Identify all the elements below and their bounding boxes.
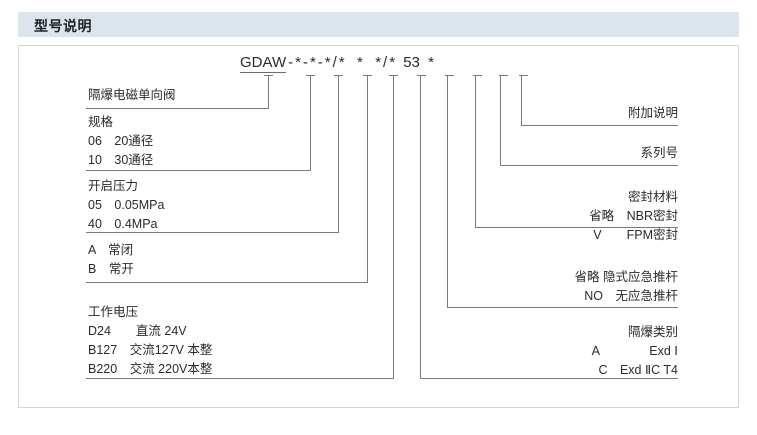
model-token-pushrod: * bbox=[357, 54, 363, 71]
label-seal-material-row-2: V FPM密封 bbox=[593, 228, 678, 242]
label-seal-material: 密封材料 省略 NBR密封 V FPM密封 bbox=[478, 188, 678, 245]
model-gap-3 bbox=[395, 54, 403, 71]
label-emergency-push-rod: 省略 隐式应急推杆 NO 无应急推杆 bbox=[478, 268, 678, 306]
model-gap-2 bbox=[363, 54, 375, 71]
label-working-voltage-row-3: B220 交流 220V本整 bbox=[88, 362, 213, 376]
label-cracking-pressure-row-1: 05 0.05MPa bbox=[88, 198, 165, 212]
label-emergency-push-rod-row-0: 省略 隐式应急推杆 bbox=[574, 270, 678, 284]
label-cracking-pressure-row-2: 40 0.4MPa bbox=[88, 217, 158, 231]
label-seal-material-row-1: 省略 NBR密封 bbox=[589, 209, 678, 223]
model-sep-2: - bbox=[302, 54, 308, 71]
label-emergency-push-rod-row-1: NO 无应急推杆 bbox=[584, 289, 678, 303]
leader-v-working-voltage bbox=[393, 75, 394, 379]
label-cracking-pressure-row-0: 开启压力 bbox=[88, 179, 139, 193]
leader-h-cracking-pressure bbox=[86, 232, 339, 233]
section-header-bar: 型号说明 bbox=[18, 12, 739, 37]
label-specification-row-1: 06 20通径 bbox=[88, 134, 154, 148]
model-token-series: 53 bbox=[403, 54, 420, 71]
tick-cap-additional bbox=[519, 75, 528, 76]
leader-h-explosion-proof-class bbox=[420, 378, 678, 379]
model-gap-1 bbox=[345, 54, 357, 71]
label-valve-function-row-1: B 常开 bbox=[88, 262, 134, 276]
label-specification-row-0: 规格 bbox=[88, 115, 114, 129]
label-specification: 规格 06 20通径 10 30通径 bbox=[88, 113, 153, 170]
leader-v-emergency-push-rod bbox=[447, 75, 448, 308]
label-valve-function-row-0: A 常闭 bbox=[88, 243, 134, 257]
model-token-function: * bbox=[324, 54, 331, 71]
tick-cap-explosion-class bbox=[445, 75, 454, 76]
label-additional-note-row-0: 附加说明 bbox=[627, 106, 678, 120]
leader-v-product-name bbox=[268, 75, 269, 109]
label-additional-note: 附加说明 bbox=[478, 104, 678, 123]
label-product-name-row-0: 隔爆电磁单向阀 bbox=[88, 88, 176, 102]
model-token-additional: * bbox=[428, 54, 434, 71]
leader-h-seal-material bbox=[475, 227, 678, 228]
label-working-voltage: 工作电压 D24 直流 24V B127 交流127V 本整 B220 交流 2… bbox=[88, 303, 212, 379]
label-series-number-row-0: 系列号 bbox=[640, 146, 678, 160]
label-explosion-proof-class: 隔爆类别 A Exd Ⅰ C Exd ⅡC T4 bbox=[478, 323, 678, 380]
leader-v-cracking-pressure bbox=[338, 75, 339, 233]
label-valve-function: A 常闭 B 常开 bbox=[88, 241, 134, 279]
leader-v-seal-material bbox=[475, 75, 476, 228]
model-gap-4 bbox=[420, 54, 428, 71]
model-token-voltage: * bbox=[338, 54, 345, 71]
leader-h-emergency-push-rod bbox=[447, 307, 678, 308]
model-prefix: GDAW bbox=[240, 54, 287, 73]
label-explosion-proof-class-row-1: A Exd Ⅰ bbox=[591, 344, 678, 358]
leader-v-valve-function bbox=[367, 75, 368, 283]
label-explosion-proof-class-row-0: 隔爆类别 bbox=[627, 325, 678, 339]
label-series-number: 系列号 bbox=[478, 144, 678, 163]
label-product-name: 隔爆电磁单向阀 bbox=[88, 86, 176, 105]
model-sep-5: / bbox=[383, 54, 388, 71]
leader-h-product-name bbox=[86, 108, 269, 109]
leader-h-working-voltage bbox=[86, 378, 394, 379]
label-working-voltage-row-1: D24 直流 24V bbox=[88, 324, 187, 338]
leader-v-series-number bbox=[500, 75, 501, 166]
label-cracking-pressure: 开启压力 05 0.05MPa 40 0.4MPa bbox=[88, 177, 164, 234]
leader-h-series-number bbox=[500, 165, 678, 166]
leader-v-additional-note bbox=[521, 75, 522, 126]
label-explosion-proof-class-row-2: C Exd ⅡC T4 bbox=[598, 363, 678, 377]
label-seal-material-row-0: 密封材料 bbox=[627, 190, 678, 204]
tick-cap-pushrod bbox=[417, 75, 426, 76]
model-sep-3: - bbox=[317, 54, 323, 71]
model-sep-4: / bbox=[332, 54, 337, 71]
model-token-explosion-class: * bbox=[375, 54, 382, 71]
leader-h-valve-function bbox=[86, 282, 368, 283]
model-sep-1: - bbox=[288, 54, 294, 71]
model-token-seal: * bbox=[389, 54, 396, 71]
model-token-size: * bbox=[295, 54, 301, 71]
model-token-pressure: * bbox=[309, 54, 316, 71]
tick-cap-series bbox=[499, 75, 508, 76]
diagram-frame bbox=[18, 45, 739, 408]
leader-v-explosion-proof-class bbox=[420, 75, 421, 379]
label-working-voltage-row-2: B127 交流127V 本整 bbox=[88, 343, 213, 357]
leader-h-specification bbox=[86, 170, 311, 171]
label-working-voltage-row-0: 工作电压 bbox=[88, 305, 139, 319]
leader-h-additional-note bbox=[521, 125, 678, 126]
label-specification-row-2: 10 30通径 bbox=[88, 153, 154, 167]
model-code-line: GDAW-*-*-*/* * */* 53 * bbox=[240, 54, 434, 73]
page-title: 型号说明 bbox=[34, 18, 92, 34]
leader-v-specification bbox=[310, 75, 311, 171]
tick-cap-seal bbox=[473, 75, 482, 76]
